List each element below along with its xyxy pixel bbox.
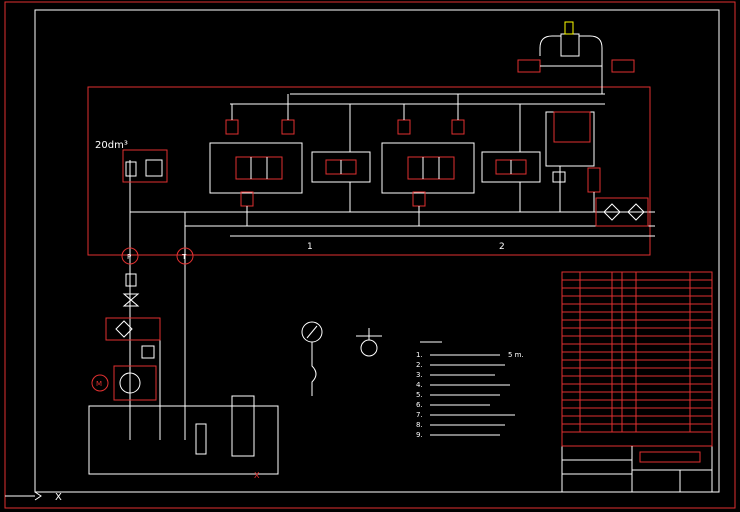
check-valve-lower [125,273,137,287]
pump [119,372,141,394]
right-directional-valve [553,111,591,143]
outer-frame [4,1,736,509]
note-9: 9. [416,431,423,439]
check-valve-1b [281,119,295,135]
note-1: 1. [416,351,423,359]
drain-marker: X [254,471,260,480]
throttle-valve-2 [412,191,426,207]
note-6: 6. [416,401,423,409]
directional-valve-1 [235,156,283,180]
check-valve-1a [225,119,239,135]
tank-heater [231,395,255,457]
note-5: 5. [416,391,423,399]
right-small-valve [552,171,566,183]
volume-label: 20dm³ [95,140,128,151]
filter-block-lower [105,317,161,341]
note-1-unit: 5 m. [508,351,524,359]
accumulator-block [122,149,168,183]
throttle-valve-1 [240,191,254,207]
aux-valve-1 [311,151,371,183]
inlet-arrow [34,491,42,501]
right-valve-group [545,111,595,167]
inlet-marker: X [55,492,62,503]
inner-frame [34,9,720,493]
filter-symbol-lower [115,320,133,338]
cooler-symbol-right [627,203,645,221]
note-4: 4. [416,381,423,389]
aux-valve-2 [481,151,541,183]
pressure-switch-left [517,59,541,73]
title-block [561,431,713,493]
motor-label: M [96,380,102,388]
check-valve-2b [451,119,465,135]
cylinder-body [560,33,580,57]
note-3: 3. [416,371,423,379]
directional-valve-2 [407,156,455,180]
filter-cooler-block [595,197,649,227]
gate-valve-lower [122,293,140,307]
check-valve-2a [397,119,411,135]
note-7: 7. [416,411,423,419]
hydraulic-motor-symbol [360,339,378,357]
pressure-relief-lower [141,345,155,359]
pump-block [113,365,157,401]
title-marker [639,451,701,463]
right-check-valve [587,167,601,193]
pressure-switch-right [611,59,635,73]
gauge-switch [311,342,317,396]
note-2: 2. [416,361,423,369]
valve-group-1 [209,142,303,194]
filter-symbol-right [603,203,621,221]
port-t [176,247,194,265]
relief-valve-left [145,159,163,177]
port-p-label: P [127,253,131,261]
motor [91,374,109,392]
cylinder-line [539,35,603,94]
port-p [121,247,139,265]
cylinder-head [564,21,574,35]
system-2-label: 2 [499,242,505,252]
oil-tank [88,405,279,475]
valve-group-2 [381,142,475,194]
port-t-label: T [181,253,187,261]
note-8: 8. [416,421,423,429]
level-gauge [195,423,207,455]
accumulator-valve [125,161,137,177]
system-boundary [87,86,651,256]
system-1-label: 1 [307,242,313,252]
technical-notes: 1. 5 m. 2. 3. 4. 5. 6. 7. 8. 9. [416,351,524,439]
parts-list [561,271,713,433]
